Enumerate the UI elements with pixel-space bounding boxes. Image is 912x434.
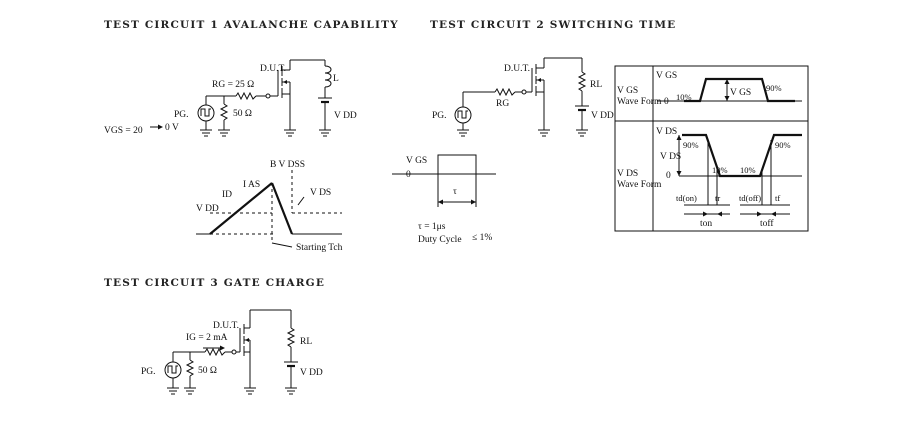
tc1-vgs-label: VGS = 20 — [104, 126, 143, 136]
tc2-vdd-label: V DD — [591, 111, 614, 121]
tc2-tf-label: tf — [775, 193, 780, 203]
tc2-circuit: D.U.T. RL RG PG. V DD — [432, 57, 614, 137]
tc1-pg-label: PG. — [174, 110, 189, 120]
tc1-rg-label: RG = 25 Ω — [212, 80, 254, 90]
tc2-pulse-vgs-label: V GS — [406, 156, 427, 166]
tc3-circuit: D.U.T. IG = 2 mA RL PG. 50 Ω V DD — [141, 309, 323, 395]
tc2-toff-label: toff — [760, 218, 774, 229]
tc2-waveform-box: V GS Wave Form V DS Wave Form V GS 10% V… — [614, 65, 809, 232]
tc2-vgs-zero-label: 0 — [664, 97, 669, 107]
tc1-mosfet-icon — [277, 60, 291, 130]
tc3-resistor-50-icon — [185, 359, 195, 377]
tc1-avalanche-waveform: B V DSS I AS ID V DS V DD Starting Tch — [196, 160, 343, 253]
tc3-resistor-rl-icon — [286, 327, 296, 348]
tc2-tr-label: tr — [715, 193, 720, 203]
tc1-vgs-to-label: 0 V — [165, 123, 179, 133]
tc2-pulse-generator-icon — [454, 106, 472, 124]
tc3-r50-label: 50 Ω — [198, 366, 217, 376]
tc3-rl-label: RL — [300, 337, 312, 347]
tc2-vgs-waveform-subtitle: Wave Form — [617, 97, 662, 107]
tc2-vgs-90-label: 90% — [766, 83, 782, 93]
tc1-pulse-generator-icon — [197, 104, 215, 122]
tc3-mosfet-icon — [239, 310, 251, 388]
tc1-vdd-label: V DD — [334, 111, 357, 121]
tc1-vds-label: V DS — [310, 188, 331, 198]
tc2-duty-cycle-label: Duty Cycle — [418, 235, 462, 245]
heading-test-circuit-3: TEST CIRCUIT 3 GATE CHARGE — [104, 277, 325, 289]
heading-test-circuit-1: TEST CIRCUIT 1 AVALANCHE CAPABILITY — [104, 19, 399, 31]
tc1-inductor-label: L — [333, 74, 339, 84]
tc2-vds-waveform-title: V DS — [617, 169, 638, 179]
tc2-tau-value-label: τ = 1μs — [418, 222, 446, 232]
tc2-vds-10-off-label: 10% — [740, 165, 756, 175]
tc1-ground-icon — [200, 129, 212, 137]
tc2-duty-cycle-value: ≤ 1% — [472, 233, 492, 243]
tc2-dut-label: D.U.T. — [504, 64, 530, 74]
tc3-pg-label: PG. — [141, 367, 156, 377]
tc2-vds-90-off-label: 90% — [775, 140, 791, 150]
tc2-vds-zero-label: 0 — [666, 171, 671, 181]
tc2-vds-top-label: V DS — [656, 127, 677, 137]
tc2-pg-label: PG. — [432, 111, 447, 121]
tc1-resistor-rg-icon — [235, 91, 257, 101]
tc2-resistor-rg-icon — [494, 87, 516, 97]
tc1-vdd-wave-label: V DD — [196, 204, 219, 214]
tc3-vdd-label: V DD — [300, 368, 323, 378]
tc2-ton-label: ton — [700, 219, 712, 229]
tc2-rl-label: RL — [590, 80, 602, 90]
tc3-resistor-icon — [204, 347, 226, 357]
tc1-resistor-50-icon — [219, 103, 229, 121]
tc1-inductor-icon — [324, 65, 332, 88]
tc1-id-label: ID — [222, 190, 232, 200]
tc2-vds-90-on-label: 90% — [683, 140, 699, 150]
tc2-resistor-rl-icon — [577, 71, 587, 92]
tc1-circuit: D.U.T. RG = 25 Ω L PG. 50 Ω V DD VGS = 2… — [104, 59, 357, 137]
tc2-input-pulse: V GS 0 τ τ = 1μs Duty Cycle ≤ 1% — [392, 154, 496, 245]
tc3-ig-label: IG = 2 mA — [186, 333, 228, 343]
heading-test-circuit-2: TEST CIRCUIT 2 SWITCHING TIME — [430, 19, 676, 31]
tc3-pulse-generator-icon — [164, 361, 182, 379]
tc3-dut-label: D.U.T. — [213, 321, 239, 331]
tc2-vds-amplitude-label: V DS — [660, 152, 681, 162]
tc2-rg-label: RG — [496, 99, 509, 109]
tc2-mosfet-icon — [531, 58, 545, 130]
tc2-tdon-label: td(on) — [676, 193, 697, 203]
tc1-ias-label: I AS — [243, 180, 260, 190]
tc2-tau-label: τ — [453, 187, 457, 197]
tc2-pulse-zero-label: 0 — [406, 170, 411, 180]
tc2-vds-10-on-label: 10% — [712, 165, 728, 175]
tc2-vds-waveform-subtitle: Wave Form — [617, 180, 662, 190]
tc2-vgs-waveform-title: V GS — [617, 86, 638, 96]
tc1-dut-label: D.U.T. — [260, 64, 286, 74]
tc1-r50-label: 50 Ω — [233, 109, 252, 119]
tc1-starting-tch-label: Starting Tch — [296, 243, 343, 253]
tc1-bvdss-label: B V DSS — [270, 160, 305, 170]
tc2-vgs-top-label: V GS — [656, 71, 677, 81]
tc2-tdoff-label: td(off) — [739, 193, 761, 203]
tc2-vgs-10-label: 10% — [676, 92, 692, 102]
tc2-vgs-amplitude-label: V GS — [730, 88, 751, 98]
